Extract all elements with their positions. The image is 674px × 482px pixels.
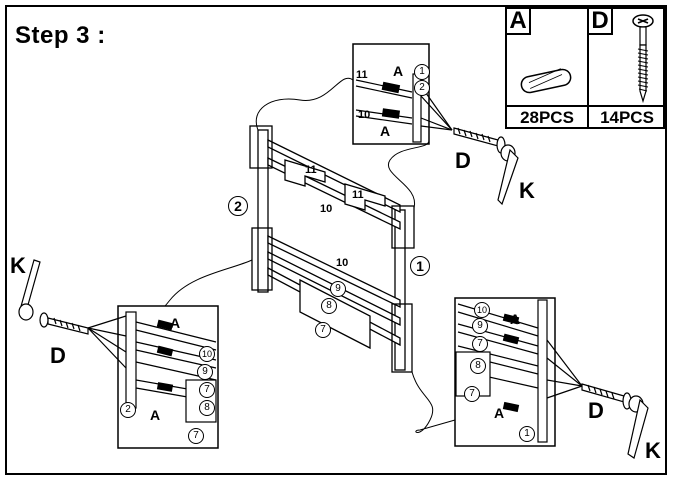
left-post <box>257 129 269 293</box>
label-a-left-2: A <box>150 407 161 423</box>
marker-7-right-2: 7 <box>464 386 480 402</box>
marker-9-frame: 9 <box>330 281 346 297</box>
detail-right-content <box>455 299 583 443</box>
label-k-right: K <box>645 438 661 463</box>
detail-top-content <box>355 73 453 143</box>
marker-10-frame-top: 10 <box>320 203 333 215</box>
label-a-right-2: A <box>494 405 505 421</box>
marker-7-left-2: 7 <box>188 428 204 444</box>
right-post <box>394 209 406 371</box>
marker-1-right: 1 <box>519 426 535 442</box>
highlight-bottom-left <box>251 227 273 291</box>
bolt-left <box>39 312 89 335</box>
label-a-left-1: A <box>170 315 181 331</box>
marker-11-frame-right: 11 <box>352 189 364 201</box>
label-a-right-1: A <box>510 311 521 327</box>
part-letter-d: D <box>589 9 613 35</box>
marker-2-top: 2 <box>414 80 430 96</box>
part-quantity-d: 14PCS <box>600 108 654 127</box>
allen-key-left <box>18 259 41 321</box>
screw-bolt-icon <box>632 14 654 104</box>
label-d-right: D <box>588 398 604 423</box>
bracket-11-left <box>284 159 326 187</box>
marker-7-right: 7 <box>472 336 488 352</box>
marker-7-frame: 7 <box>315 322 331 338</box>
marker-10-left: 10 <box>199 346 215 362</box>
panel-7 <box>299 278 371 350</box>
marker-8-frame: 8 <box>321 298 337 314</box>
allen-key-right <box>627 395 649 459</box>
parts-table: A D 28PCS 14PCS <box>505 7 665 129</box>
part-quantity-a: 28PCS <box>520 108 574 127</box>
marker-9-left: 9 <box>197 364 213 380</box>
table-divider-vertical <box>587 9 589 127</box>
marker-8-right: 8 <box>470 358 486 374</box>
marker-9-right: 9 <box>472 318 488 334</box>
connector-right <box>411 371 456 433</box>
marker-1-frame: 1 <box>410 256 430 276</box>
marker-11-frame-left: 11 <box>305 164 317 176</box>
marker-2-left: 2 <box>120 402 136 418</box>
bed-frame-assembly <box>257 129 406 371</box>
table-divider-horizontal <box>507 105 663 107</box>
marker-7-left: 7 <box>199 382 215 398</box>
wooden-dowel-icon <box>520 68 572 94</box>
marker-1-top: 1 <box>414 64 430 80</box>
bracket-11-right <box>344 183 386 211</box>
connector-left <box>157 259 253 314</box>
marker-2-frame: 2 <box>228 196 248 216</box>
part-letter-a: A <box>507 9 531 35</box>
connector-top <box>255 77 354 131</box>
label-d-top: D <box>455 148 471 173</box>
marker-10-frame: 10 <box>336 257 349 269</box>
highlight-top-left <box>249 125 273 169</box>
rail-10 <box>267 234 401 309</box>
label-k-left: K <box>10 253 26 278</box>
label-k-top: K <box>519 178 535 203</box>
label-a-top-1: A <box>393 63 404 79</box>
bolt-top <box>453 127 506 154</box>
label-d-left: D <box>50 343 66 368</box>
highlight-mid-right <box>391 205 415 249</box>
step-title: Step 3 : <box>15 22 106 49</box>
marker-10-right: 10 <box>474 302 490 318</box>
allen-key-top <box>497 144 519 206</box>
connector-top-right <box>387 139 430 209</box>
marker-11-top: 11 <box>356 69 368 81</box>
parts-icons <box>520 14 654 104</box>
marker-8-left: 8 <box>199 400 215 416</box>
diagram-frame <box>5 5 667 475</box>
label-a-top-2: A <box>380 123 391 139</box>
highlight-bottom-right <box>391 303 413 373</box>
marker-10-top: 10 <box>358 109 371 121</box>
